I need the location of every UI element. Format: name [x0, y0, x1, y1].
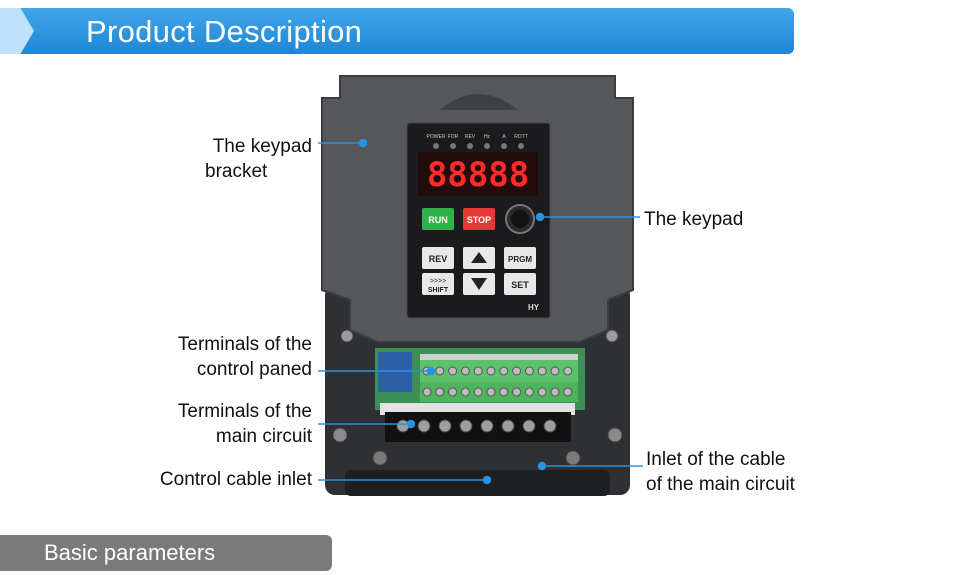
control-terminal-block — [420, 360, 578, 382]
main-terminals-label: Terminals of the main circuit — [120, 399, 312, 449]
screw — [340, 329, 354, 343]
indicator-label: A — [502, 134, 506, 140]
label-line: bracket — [205, 161, 268, 182]
main-cable-inlet-label: Inlet of the cable of the main circuit — [646, 447, 795, 497]
control-terminals-label: Terminals of the control paned — [120, 332, 312, 382]
set-button-label: SET — [511, 280, 529, 290]
main-terminal-block — [385, 412, 571, 442]
terminal-screw — [473, 387, 483, 397]
main-terminal-screws — [396, 419, 557, 433]
shift-button[interactable] — [422, 273, 454, 295]
label-line: main circuit — [215, 426, 312, 447]
indicator-led — [484, 143, 490, 149]
terminal-screw — [448, 387, 458, 397]
stop-button[interactable] — [463, 208, 495, 230]
led-display — [418, 152, 538, 196]
header-banner: Product Description — [0, 8, 794, 54]
page-title: Product Description — [86, 14, 363, 49]
indicator-led — [501, 143, 507, 149]
bracket-grip — [440, 94, 518, 110]
label-line: of the main circuit — [646, 474, 795, 495]
label-line: Inlet of the cable — [646, 449, 786, 470]
terminal-screw — [522, 419, 536, 433]
run-button-label: RUN — [428, 215, 448, 225]
control-terminal-block — [420, 382, 578, 402]
keypad-bracket-label: The keypad bracket — [150, 134, 312, 184]
cable-inlet-slot — [345, 470, 610, 496]
terminal-screw — [550, 387, 560, 397]
terminal-screw — [448, 366, 458, 376]
run-button[interactable] — [422, 208, 454, 230]
terminal-screw — [460, 366, 470, 376]
terminal-screw — [422, 387, 432, 397]
terminal-screw — [512, 387, 522, 397]
up-arrow-icon — [471, 252, 487, 263]
callout-lines — [318, 138, 643, 485]
prgm-button[interactable] — [504, 247, 536, 269]
section-title: Basic parameters — [44, 540, 216, 565]
control-cable-inlet-label: Control cable inlet — [159, 469, 312, 490]
terminal-screw — [524, 387, 534, 397]
footer-banner: Basic parameters — [0, 535, 332, 571]
label-line: Terminals of the — [177, 401, 312, 422]
down-arrow-icon — [471, 278, 487, 290]
indicator-label: POWER — [427, 134, 446, 140]
terminal-screw — [435, 387, 445, 397]
terminal-screw — [537, 366, 547, 376]
terminal-screw — [473, 366, 483, 376]
indicator-led — [518, 143, 524, 149]
control-terminal-screws — [422, 366, 573, 397]
terminal-screw — [396, 419, 410, 433]
screw — [607, 427, 623, 443]
terminal-screw — [512, 366, 522, 376]
brand-label: HY — [528, 303, 540, 312]
rev-button-label: REV — [429, 254, 448, 264]
terminal-screw — [480, 419, 494, 433]
set-button[interactable] — [504, 273, 536, 295]
shift-button-label: SHIFT — [428, 287, 449, 294]
screw — [332, 427, 348, 443]
terminal-screw — [499, 366, 509, 376]
label-line: control paned — [196, 359, 312, 380]
indicator-label: Hz — [484, 134, 491, 140]
terminal-screw — [417, 419, 431, 433]
label-line: The keypad — [212, 136, 312, 157]
terminal-screw — [460, 387, 470, 397]
knob-center — [511, 210, 529, 228]
indicator-led — [467, 143, 473, 149]
terminal-screw — [550, 366, 560, 376]
terminal-screw — [543, 419, 557, 433]
terminal-screw — [435, 366, 445, 376]
terminal-screw — [486, 387, 496, 397]
terminal-screw — [459, 419, 473, 433]
label-line: Terminals of the — [177, 334, 312, 355]
screw — [605, 329, 619, 343]
indicator-led — [450, 143, 456, 149]
terminal-screw — [563, 387, 573, 397]
screw — [565, 450, 581, 466]
terminal-screw — [486, 366, 496, 376]
shift-arrows-icon: >>>> — [430, 278, 446, 285]
screw — [372, 450, 388, 466]
terminal-screw — [438, 419, 452, 433]
keypad-label: The keypad — [644, 209, 744, 230]
terminal-screw — [501, 419, 515, 433]
relay — [378, 352, 412, 392]
terminal-screw — [524, 366, 534, 376]
indicator-label: FOR — [448, 134, 459, 140]
rev-button[interactable] — [422, 247, 454, 269]
indicator-led — [433, 143, 439, 149]
terminal-screw — [563, 366, 573, 376]
led-display-digits: 88888 — [427, 155, 529, 195]
indicator-label: REV — [465, 134, 476, 140]
prgm-button-label: PRGM — [508, 255, 532, 264]
stop-button-label: STOP — [467, 215, 491, 225]
terminal-screw — [537, 387, 547, 397]
indicator-label: ROTT — [514, 134, 528, 140]
terminal-screw — [499, 387, 509, 397]
